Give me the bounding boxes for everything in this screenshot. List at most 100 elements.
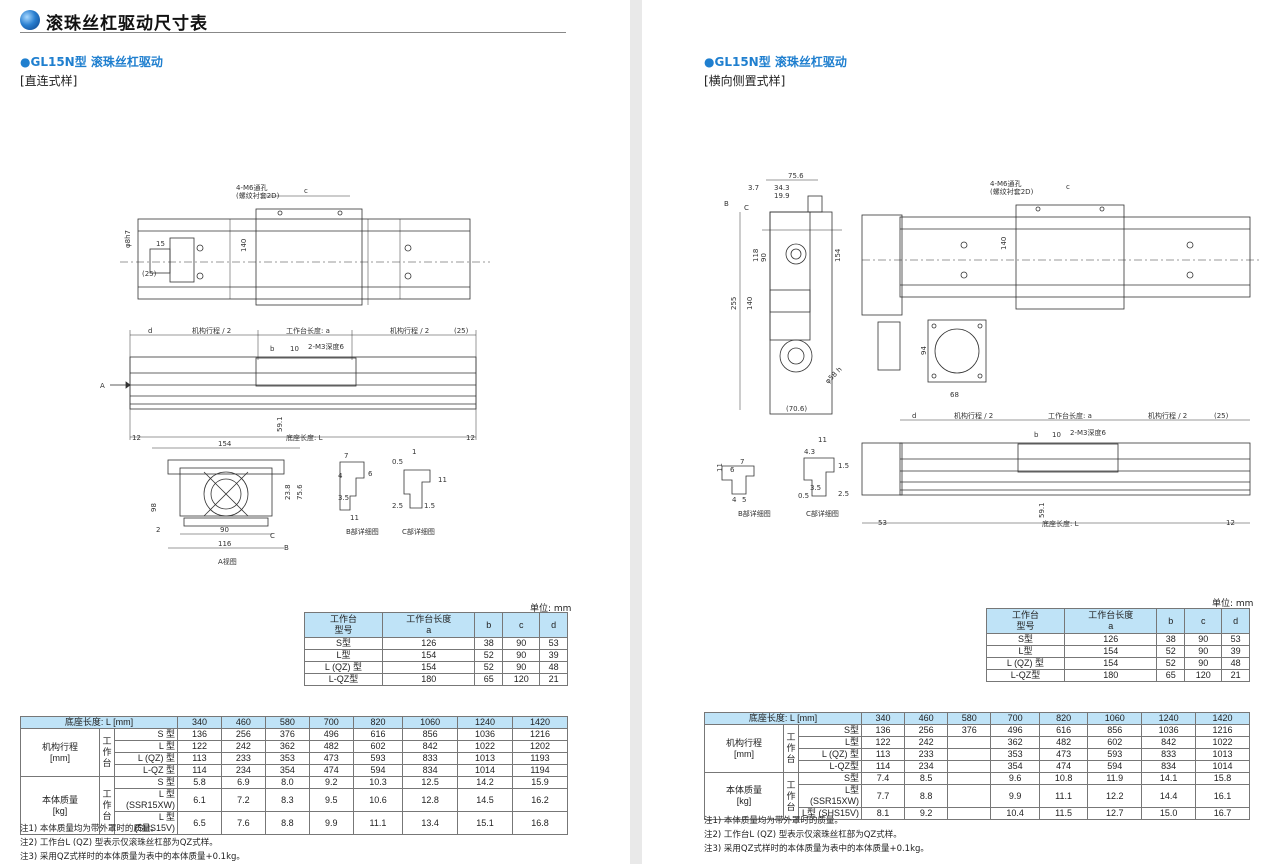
table-cell: 39 — [1221, 645, 1250, 658]
table-cell: 11.1 — [352, 811, 404, 835]
length-header: 1060 — [1087, 712, 1143, 725]
table-cell: 16.7 — [1195, 807, 1250, 820]
d0-5: 0.5 — [798, 492, 809, 500]
dim-25b: (25) — [142, 270, 157, 278]
table-cell: 233 — [904, 748, 949, 761]
base-side-outline — [899, 442, 1251, 496]
page-title-bar: 滚珠丝杠驱动尺寸表 — [20, 8, 566, 34]
table-cell: 10.6 — [352, 788, 404, 812]
dim-116: 116 — [218, 540, 232, 548]
table-cell: 8.0 — [264, 776, 310, 789]
table-cell: 1216 — [1195, 724, 1250, 737]
dim-98: 98 — [150, 503, 158, 512]
table-cell: 14.2 — [457, 776, 513, 789]
table-cell: 11.9 — [1087, 772, 1143, 785]
table-cell: 8.8 — [264, 811, 310, 835]
table-cell: 353 — [990, 748, 1040, 761]
c-mark: C — [744, 204, 749, 212]
table-cell: S型 — [986, 633, 1065, 646]
dim-53: 53 — [878, 519, 887, 527]
d4-3: 4.3 — [804, 448, 815, 456]
table-cell: 1013 — [457, 752, 513, 765]
table-cell: 1216 — [511, 728, 569, 741]
base-top-outline — [137, 218, 471, 300]
note-1: 注1) 本体质量均为带外罩时的质量。 — [20, 824, 159, 834]
stroke-half-right: 机构行程 / 2 — [1148, 411, 1187, 420]
d68: 68 — [950, 391, 959, 399]
table-cell: 1013 — [1195, 748, 1250, 761]
table-cell: 242 — [904, 736, 949, 749]
table-cell: 376 — [264, 728, 310, 741]
table-cell: 14.1 — [1141, 772, 1197, 785]
table-cell: 616 — [352, 728, 404, 741]
table-cell: 52 — [474, 649, 504, 662]
column-header: b — [474, 612, 504, 638]
direct-drive-drawing: 4-M6通孔 (螺纹衬套2D) c φ8h7 15 (25) 140 d 机构行… — [100, 183, 490, 566]
table-cell: 482 — [308, 740, 354, 753]
hole-sub-label: (螺纹衬套2D) — [236, 191, 280, 200]
column-header: d — [539, 612, 568, 638]
table-label: 工作台 — [783, 772, 799, 820]
table-cell: 90 — [1184, 657, 1223, 670]
table-cell: 9.2 — [308, 776, 354, 789]
row-label: L 型 (SSR15XW) — [114, 788, 178, 812]
right-page: ●GL15N型 滚珠丝杠驱动 [横向侧置式样] — [642, 0, 1274, 864]
d118: 118 — [752, 249, 760, 262]
table-cell: 14.4 — [1141, 784, 1197, 808]
table-cell: 39 — [539, 649, 568, 662]
dim-12: 12 — [1226, 519, 1235, 527]
dim-12b: 12 — [466, 434, 475, 442]
b-detail-caption: B部详细图 — [346, 527, 379, 536]
table-cell: L型 — [986, 645, 1065, 658]
table-cell: 354 — [264, 764, 310, 777]
column-header: d — [1221, 608, 1250, 634]
d6: 6 — [730, 466, 735, 474]
row-label: S型 — [798, 724, 862, 737]
table-cell: 113 — [860, 748, 906, 761]
table-cell: 10.8 — [1038, 772, 1089, 785]
table-cell — [947, 748, 992, 761]
table-cell: 593 — [352, 752, 404, 765]
table-cell: 1014 — [1195, 760, 1250, 773]
table-label: 工作台 — [99, 776, 115, 835]
dim-90: 90 — [220, 526, 229, 534]
table-cell: 136 — [860, 724, 906, 737]
left-page: 滚珠丝杠驱动尺寸表 ●GL15N型 滚珠丝杠驱动 [直连式样] — [0, 0, 630, 864]
table-cell: 354 — [990, 760, 1040, 773]
table-cell: 1193 — [511, 752, 569, 765]
table-cell: 13.4 — [402, 811, 459, 835]
length-header: 460 — [904, 712, 949, 725]
table-cell: 256 — [220, 728, 266, 741]
length-header: 460 — [220, 716, 266, 729]
phi58: φ58 h — [824, 365, 844, 385]
length-header: 1240 — [457, 716, 513, 729]
table-cell: 14.5 — [457, 788, 513, 812]
table-cell: 616 — [1038, 724, 1089, 737]
table-cell: 90 — [1184, 645, 1223, 658]
table-cell: 9.6 — [990, 772, 1040, 785]
row-label: S 型 — [114, 728, 178, 741]
table-cell: 154 — [381, 649, 476, 662]
row-label: L型 — [798, 736, 862, 749]
table-cell: 180 — [1063, 669, 1158, 682]
d3-7: 3.7 — [748, 184, 759, 192]
base-len: 底座长度: L — [1042, 519, 1079, 528]
column-header: b — [1156, 608, 1186, 634]
dim-154: 154 — [218, 440, 232, 448]
column-header: c — [1184, 608, 1223, 634]
d3-5: 3.5 — [338, 494, 349, 502]
table-cell: 1194 — [511, 764, 569, 777]
d11b: 11 — [438, 476, 447, 484]
row-label: L 型 (SHS15V) — [114, 811, 178, 835]
table-cell: 594 — [352, 764, 404, 777]
table-cell: 474 — [1038, 760, 1089, 773]
